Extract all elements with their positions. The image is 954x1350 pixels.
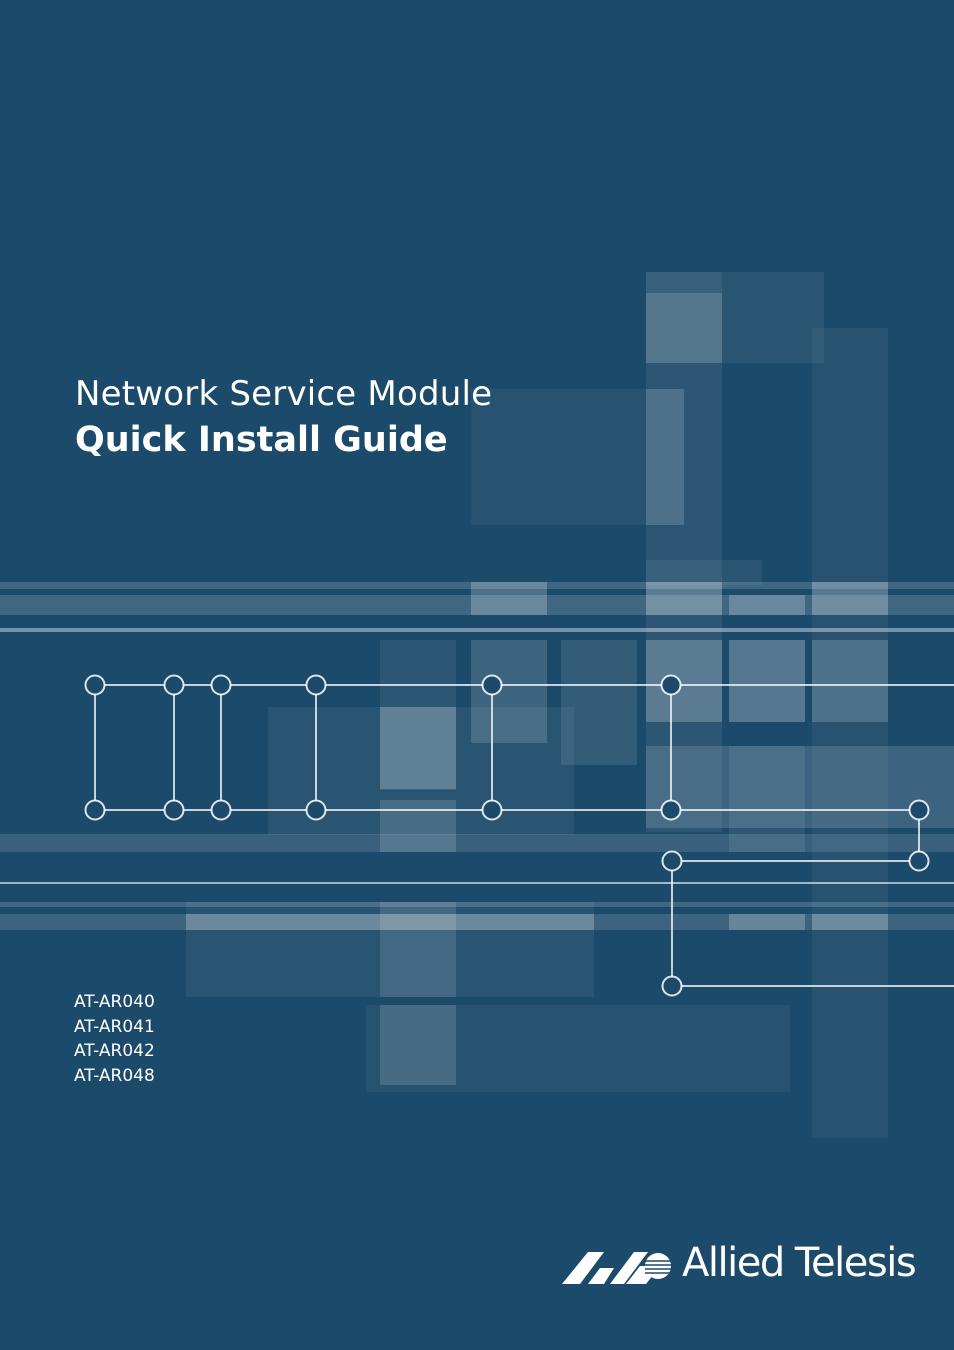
logo-mark-icon <box>562 1252 671 1284</box>
circuit-nodes <box>84 674 930 997</box>
brand-name: Allied Telesis <box>682 1240 917 1286</box>
decorative-blocks <box>186 272 954 1138</box>
title-block: Network Service Module Quick Install Gui… <box>75 372 492 464</box>
model-number: AT-AR042 <box>74 1041 155 1061</box>
model-number: AT-AR048 <box>74 1065 155 1086</box>
model-list: AT-AR040 AT-AR041 AT-AR042 AT-AR048 <box>74 990 155 1088</box>
model-number: AT-AR040 <box>74 992 155 1012</box>
circuit-lines <box>94 684 954 987</box>
horizontal-bands <box>0 582 954 930</box>
document-title: Quick Install Guide <box>75 420 448 460</box>
model-number: AT-AR041 <box>74 1016 155 1037</box>
document-subtitle: Network Service Module <box>75 374 493 414</box>
